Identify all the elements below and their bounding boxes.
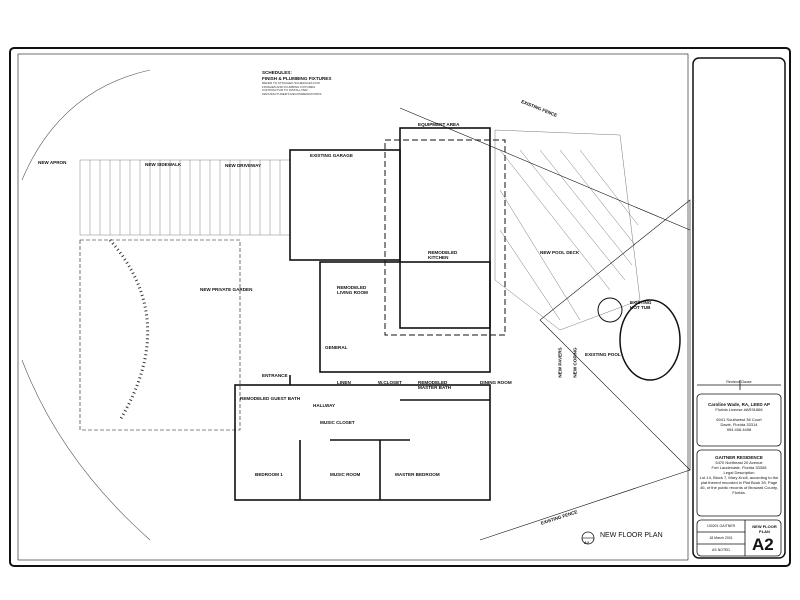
label-hallway: HALLWAY (313, 403, 336, 408)
label-existing-pool: EXISTING POOL (585, 352, 621, 357)
label-guest-bath: REMODELED GUEST BATH (240, 396, 301, 401)
schedules-note: REFER TO ATTACHED SCHEDULES FOR FINISHES… (262, 81, 323, 96)
plan-title: NEW FLOOR PLAN (600, 532, 663, 539)
label-pool-deck: NEW POOL DECK (540, 250, 580, 255)
label-music-room: MUSIC ROOM (330, 472, 361, 477)
label-linen: LINEN (337, 380, 351, 385)
label-existing-garage: EXISTING GARAGE (310, 153, 353, 158)
label-hot-tub: EXISTING HOT TUB (630, 300, 652, 310)
architect-block: Caroline Wade, RA, LEED AP Florida Licen… (697, 402, 781, 432)
legal-description: Lot 14, Block 7, Mary-Knoll, according t… (699, 475, 779, 495)
project-name: GAITNER RESIDENCE (715, 455, 763, 460)
architect-license: Florida License #AR91866 (715, 407, 763, 412)
architect-address-1: 6041 Southwest 36 Court (716, 417, 762, 422)
label-master-bedroom: MASTER BEDROOM (395, 472, 440, 477)
label-new-coping: NEW COPING (572, 347, 578, 378)
label-private-garden: NEW PRIVATE GARDEN (200, 287, 253, 292)
architect-phone: 954.406.4498 (726, 427, 752, 432)
label-kitchen: REMODELED KITCHEN (428, 250, 458, 260)
schedules-subtitle: FINISH & PLUMBING FIXTURES (262, 76, 332, 81)
label-wcloset: W.CLOSET (378, 380, 402, 385)
sheet-scale: AS NOTED (712, 548, 730, 552)
job-number: 100201 GAITNER (706, 524, 736, 528)
label-bedroom-1: BEDROOM 1 (255, 472, 283, 477)
plan-sheet-ref: A2 (584, 540, 590, 545)
label-music-closet: MUSIC CLOSET (320, 420, 355, 425)
sheet-title: NEW FLOOR PLAN (752, 524, 777, 534)
label-living-room: REMODELED LIVING ROOM (337, 285, 368, 295)
label-new-sidewalk: NEW SIDEWALK (145, 162, 182, 167)
legal-title: Legal Description (723, 470, 755, 475)
project-address-1: 5470 Northeast 20 Avenue (715, 460, 763, 465)
label-entrance: ENTRANCE (262, 373, 288, 378)
label-new-pavers: NEW PAVERS (557, 347, 563, 378)
label-equipment-area: EQUIPMENT AREA (418, 122, 460, 127)
label-general: GENERAL (325, 345, 348, 350)
schedules-title: SCHEDULES: (262, 70, 292, 75)
architect-name: Caroline Wade, RA, LEED AP (708, 402, 770, 407)
project-address-2: Fort Lauderdale, Florida 33308 (711, 465, 767, 470)
label-master-bath: REMODELED MASTER BATH (418, 380, 452, 390)
sheet-date: 18 March 2001 (709, 536, 733, 540)
label-new-driveway: NEW DRIVEWAY (225, 163, 262, 168)
label-new-apron: NEW APRON (38, 160, 67, 165)
revision-clause: Revision Clause (726, 380, 752, 384)
architect-address-2: Davie, Florida 33314 (720, 422, 758, 427)
project-block: GAITNER RESIDENCE 5470 Northeast 20 Aven… (699, 455, 779, 495)
sheet-number: A2 (752, 535, 774, 554)
label-dining-room: DINING ROOM (480, 380, 512, 385)
